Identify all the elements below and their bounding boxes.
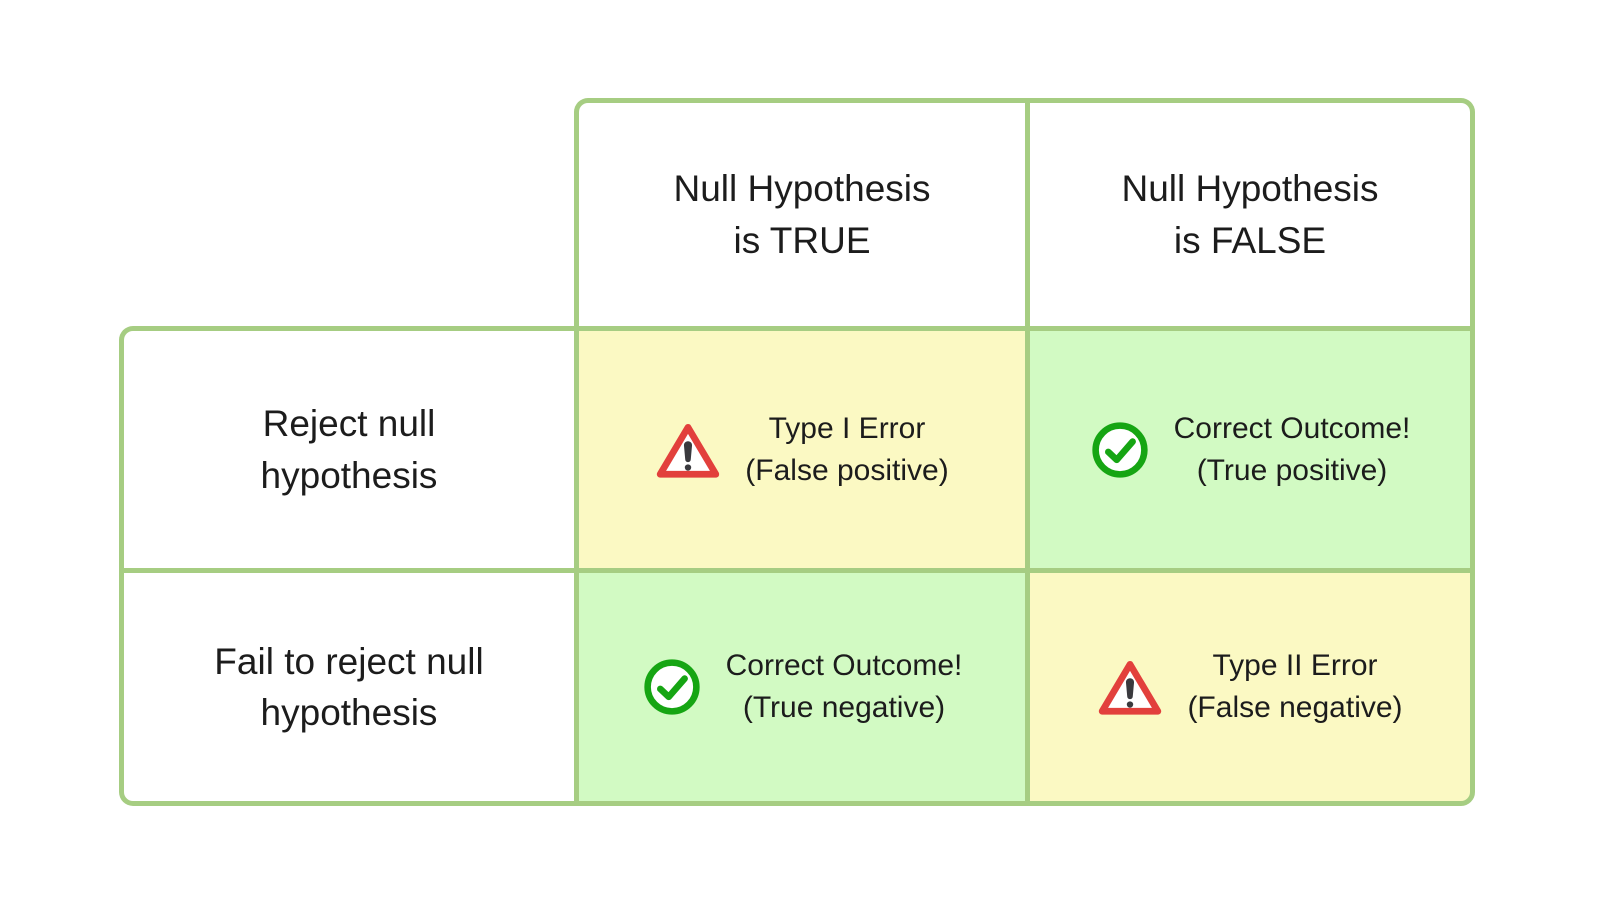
row-header-label: Reject null hypothesis (260, 403, 438, 496)
cell-label: Type I Error (False positive) (745, 411, 949, 487)
row-header-fail-to-reject: Fail to reject null hypothesis (119, 568, 574, 806)
column-header-label: Null Hypothesis is TRUE (673, 168, 931, 261)
column-header-null-false: Null Hypothesis is FALSE (1025, 98, 1475, 326)
check-circle-icon (1090, 420, 1150, 480)
row-header-reject-null: Reject null hypothesis (119, 326, 574, 568)
cell-type-1-error: Type I Error (False positive) (574, 326, 1025, 568)
cell-label: Type II Error (False negative) (1187, 649, 1403, 724)
column-header-label: Null Hypothesis is FALSE (1121, 168, 1379, 261)
error-matrix-table: Null Hypothesis is TRUE Null Hypothesis … (119, 98, 1475, 806)
cell-true-positive: Correct Outcome! (True positive) (1025, 326, 1475, 568)
column-header-null-true: Null Hypothesis is TRUE (574, 98, 1025, 326)
cell-type-2-error: Type II Error (False negative) (1025, 568, 1475, 806)
cell-true-negative: Correct Outcome! (True negative) (574, 568, 1025, 806)
cell-label: Correct Outcome! (True positive) (1173, 411, 1411, 487)
warning-icon (655, 420, 721, 480)
row-header-label: Fail to reject null hypothesis (214, 640, 484, 733)
check-circle-icon (642, 657, 702, 717)
empty-corner-cell (119, 98, 574, 326)
warning-icon (1097, 657, 1163, 717)
cell-label: Correct Outcome! (True negative) (725, 649, 963, 724)
